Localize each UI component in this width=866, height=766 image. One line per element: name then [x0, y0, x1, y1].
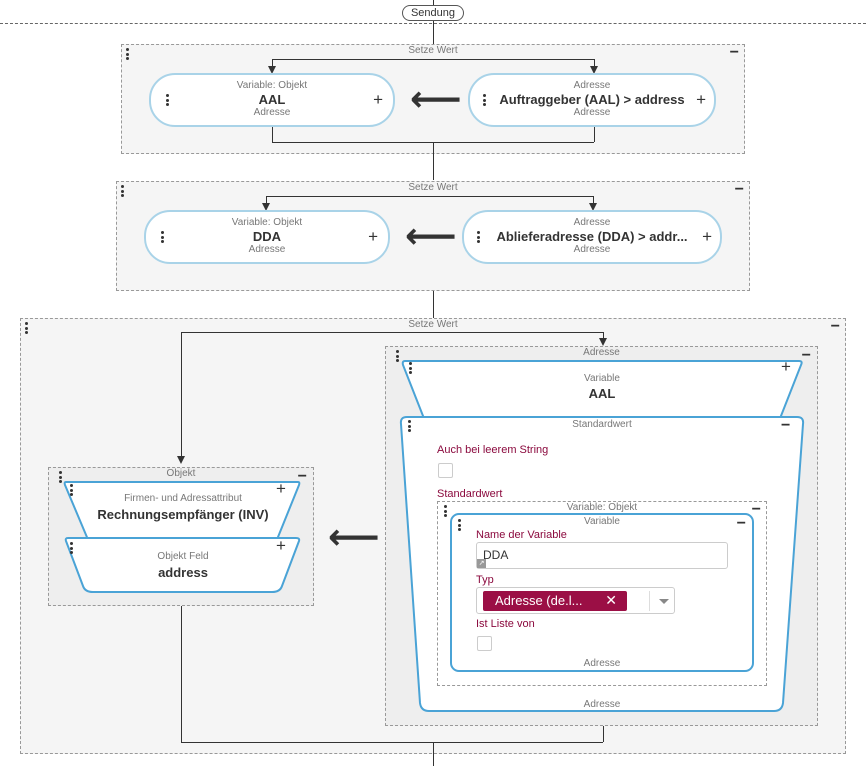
block-title: Setze Wert — [408, 182, 458, 193]
add-icon[interactable]: + — [368, 227, 378, 246]
drag-handle-icon[interactable] — [59, 471, 62, 485]
drag-handle-icon[interactable] — [161, 231, 164, 245]
variable-inner-title: Variable — [584, 516, 620, 527]
standardwert-label: Standardwert — [437, 488, 503, 500]
add-icon[interactable]: + — [696, 90, 706, 109]
block-title: Adresse — [583, 347, 620, 358]
ist-liste-von-label: Ist Liste von — [476, 618, 535, 630]
block-title: Variable: Objekt — [566, 502, 638, 513]
typ-tag-label: Adresse (de.l... — [495, 593, 583, 608]
auch-bei-leerem-string-label: Auch bei leerem String — [437, 444, 549, 456]
add-icon[interactable]: + — [781, 357, 791, 376]
typ-tag[interactable]: Adresse (de.l... ✕ — [483, 591, 627, 611]
add-icon[interactable]: + — [276, 536, 286, 555]
field-label: Objekt Feld — [157, 551, 209, 562]
collapse-icon[interactable]: − — [736, 515, 746, 532]
collapse-icon[interactable]: − — [297, 468, 307, 485]
drag-handle-icon[interactable] — [70, 542, 73, 556]
drag-handle-icon[interactable] — [166, 94, 169, 108]
objekt-shapes — [63, 481, 301, 593]
variable-label: Variable — [584, 373, 620, 384]
drag-handle-icon[interactable] — [483, 94, 486, 108]
pill-value: DDA — [252, 229, 282, 244]
standardwert-title: Standardwert — [572, 419, 632, 430]
pill-label: Adresse — [573, 217, 611, 228]
collapse-icon[interactable]: − — [781, 417, 791, 434]
drag-handle-icon[interactable] — [408, 420, 411, 434]
collapse-icon[interactable]: − — [801, 347, 811, 364]
assign-arrow-icon: ⟵ — [328, 516, 380, 557]
add-icon[interactable]: + — [276, 479, 286, 498]
collapse-icon[interactable]: − — [729, 44, 739, 61]
adresse-footer: Adresse — [583, 699, 621, 710]
auch-bei-leerem-string-checkbox[interactable] — [438, 463, 453, 478]
pill-label: Variable: Objekt — [236, 80, 308, 91]
add-icon[interactable]: + — [373, 90, 383, 109]
address-aal-source[interactable]: Adresse Auftraggeber (AAL) > address Adr… — [468, 73, 716, 127]
pill-label: Adresse — [573, 80, 611, 91]
pill-sub: Adresse — [573, 107, 611, 118]
pill-sub: Adresse — [253, 107, 291, 118]
ist-liste-von-checkbox[interactable] — [477, 636, 492, 651]
chevron-down-icon[interactable] — [659, 599, 669, 604]
block-title: Setze Wert — [408, 45, 458, 56]
typ-label: Typ — [476, 574, 494, 586]
drag-handle-icon[interactable] — [458, 519, 461, 533]
drag-handle-icon[interactable] — [444, 505, 447, 519]
pill-value: Auftraggeber (AAL) > address — [499, 92, 685, 107]
attr-value: Rechnungsempfänger (INV) — [97, 507, 269, 522]
drag-handle-icon[interactable] — [70, 484, 73, 498]
variable-value: AAL — [588, 386, 616, 401]
remove-tag-icon[interactable]: ✕ — [605, 592, 617, 608]
pill-value: Ablieferadresse (DDA) > addr... — [496, 229, 688, 244]
collapse-icon[interactable]: − — [751, 501, 761, 518]
pill-sub: Adresse — [248, 244, 286, 255]
variable-object-aal[interactable]: Variable: Objekt AAL Adresse + — [149, 73, 395, 127]
pill-label: Variable: Objekt — [231, 217, 303, 228]
drag-handle-icon[interactable] — [121, 185, 124, 199]
address-dda-source[interactable]: Adresse Ablieferadresse (DDA) > addr... … — [462, 210, 722, 264]
collapse-icon[interactable]: − — [734, 181, 744, 198]
drag-handle-icon[interactable] — [126, 48, 129, 62]
name-value: DDA — [483, 548, 509, 562]
sendung-badge: Sendung — [402, 5, 464, 21]
drag-handle-icon[interactable] — [25, 322, 28, 336]
variable-object-dda[interactable]: Variable: Objekt DDA Adresse + — [144, 210, 390, 264]
attr-label: Firmen- und Adressattribut — [124, 493, 242, 504]
drag-handle-icon[interactable] — [409, 362, 412, 376]
pill-sub: Adresse — [573, 244, 611, 255]
assign-arrow-icon: ⟵ — [405, 215, 457, 256]
add-icon[interactable]: + — [702, 227, 712, 246]
block-title: Objekt — [166, 468, 196, 479]
drag-handle-icon[interactable] — [396, 350, 399, 364]
typ-select[interactable]: Adresse (de.l... ✕ — [476, 587, 675, 614]
variable-inner-footer: Adresse — [583, 658, 621, 669]
name-der-variable-label: Name der Variable — [476, 529, 567, 541]
assign-arrow-icon: ⟵ — [410, 78, 462, 119]
name-der-variable-input[interactable]: DDA ↗ — [476, 542, 728, 569]
drag-handle-icon[interactable] — [477, 231, 480, 245]
collapse-icon[interactable]: − — [830, 318, 840, 335]
expand-icon[interactable]: ↗ — [477, 559, 486, 568]
pill-value: AAL — [258, 92, 286, 107]
block-title: Setze Wert — [408, 319, 458, 330]
field-value: address — [158, 565, 208, 580]
